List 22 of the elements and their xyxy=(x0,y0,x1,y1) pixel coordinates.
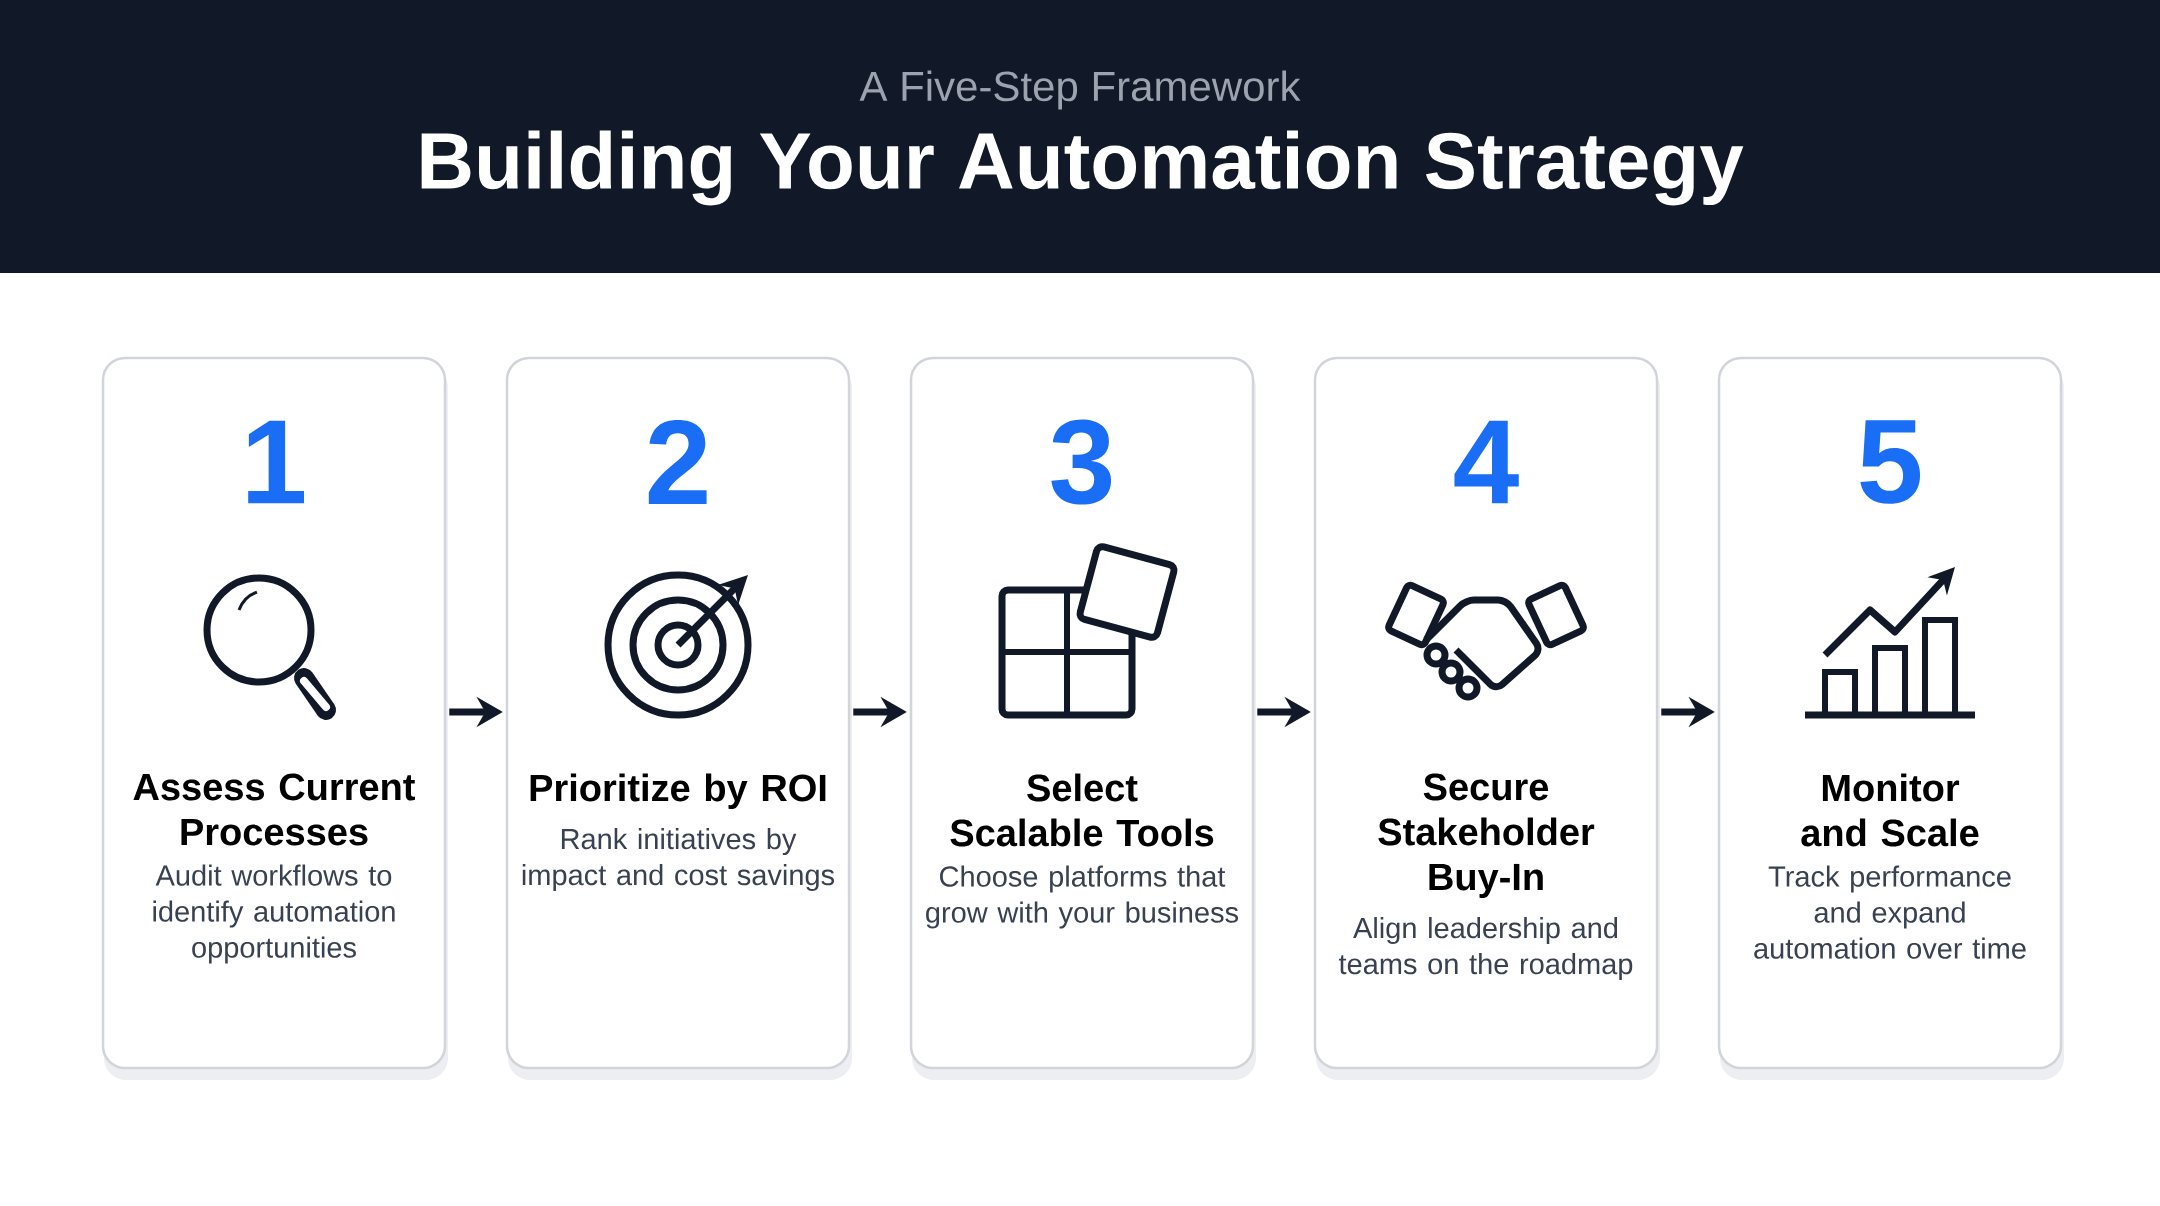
step-card xyxy=(505,356,852,1080)
step-heading: Assess Current Processes xyxy=(133,773,415,846)
step-description: Align leadership and teams on the roadmap xyxy=(1338,917,1633,981)
step-number: 1 xyxy=(248,420,305,504)
step-heading: Select Scalable Tools xyxy=(950,773,1214,847)
step-number: 4 xyxy=(1454,420,1519,504)
step-description: Rank initiatives by impact and cost savings xyxy=(522,828,835,892)
step-heading: Secure Stakeholder Buy-In xyxy=(1378,773,1595,898)
step-description: Choose platforms that grow with your business xyxy=(926,865,1239,929)
step-card xyxy=(1717,356,2064,1080)
step-card xyxy=(1313,356,1660,1080)
step-number: 3 xyxy=(1051,419,1112,505)
step-heading: Monitor and Scale xyxy=(1801,773,1979,847)
step-heading: Prioritize by ROI xyxy=(530,773,826,809)
title: Building Your Automation Strategy xyxy=(421,130,1744,206)
step-card xyxy=(909,356,1256,1080)
step-number: 2 xyxy=(648,420,707,504)
step-description: Audit workflows to identify automation opportunities xyxy=(153,864,395,964)
step-card xyxy=(101,356,448,1080)
step-number: 5 xyxy=(1860,420,1921,504)
subtitle: A Five-Step Framework xyxy=(859,70,1301,110)
step-description: Track performance and expand automation over time xyxy=(1754,865,2026,959)
